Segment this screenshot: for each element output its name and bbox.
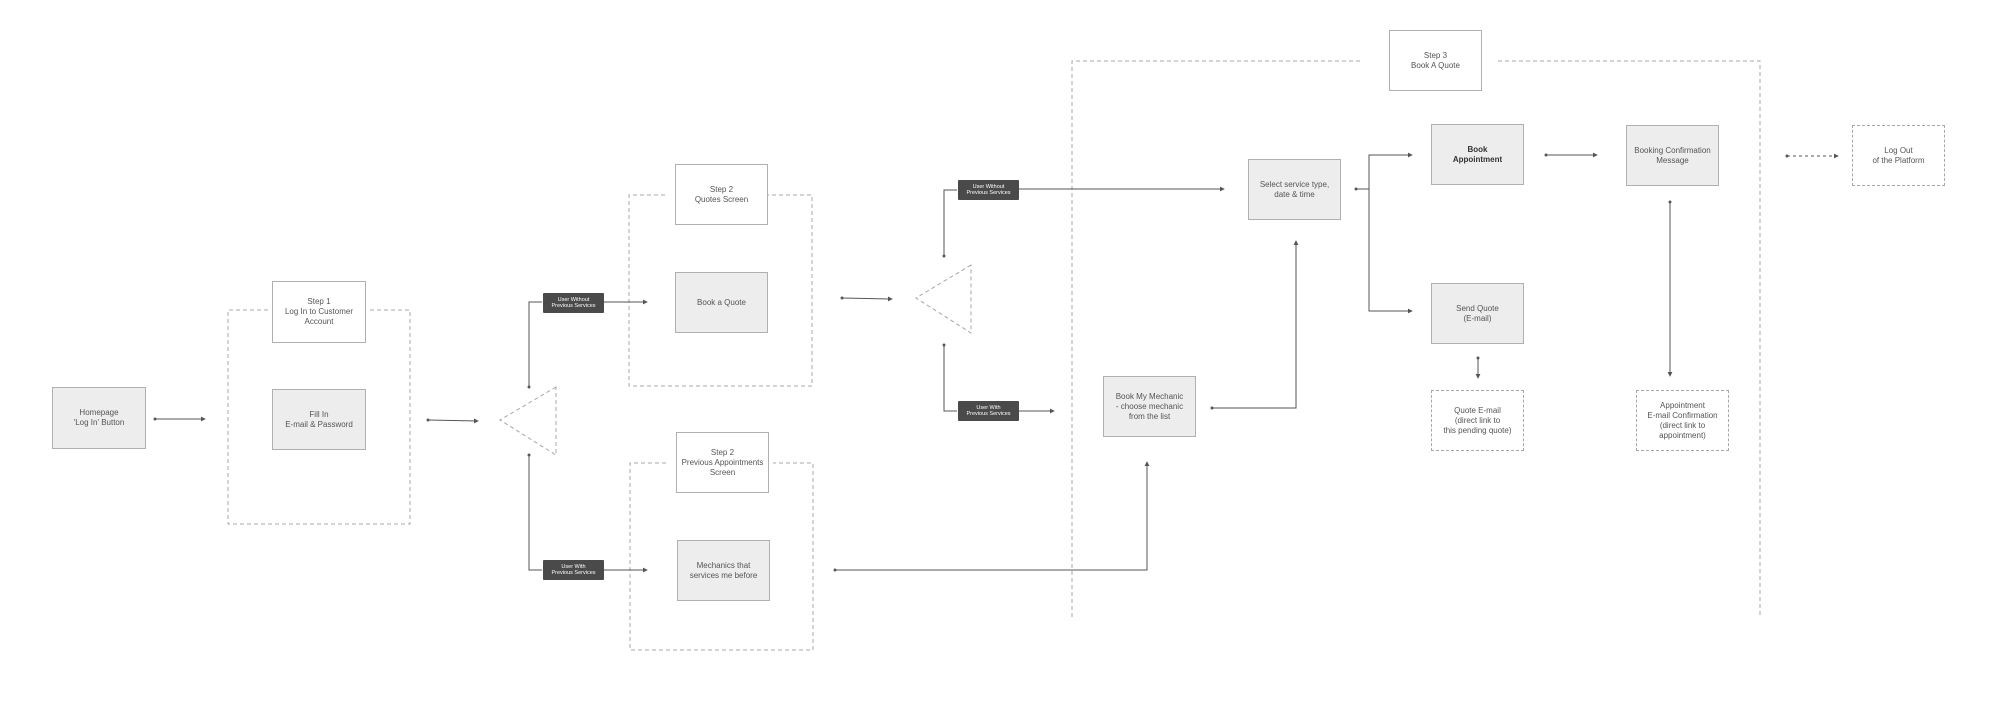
- connector-decision1-with: [527, 453, 542, 571]
- connector-quotes-decision2: [840, 296, 893, 302]
- node-step2-previous: Step 2 Previous Appointments Screen: [676, 432, 769, 493]
- tag-user-with-1: User With Previous Services: [543, 560, 604, 580]
- tag-user-with-2: User With Previous Services: [958, 401, 1019, 421]
- node-step2-quotes: Step 2 Quotes Screen: [675, 164, 768, 225]
- node-mechanics-before: Mechanics that services me before: [677, 540, 770, 601]
- node-homepage: Homepage 'Log In' Button: [52, 387, 146, 449]
- group-frame-step1: [227, 309, 411, 525]
- connector-decision1-without: [527, 301, 542, 389]
- group-frame-step2-prev: [629, 462, 814, 651]
- node-fill-in: Fill In E-mail & Password: [272, 389, 366, 450]
- connector-split-bookappointment: [1368, 152, 1413, 189]
- node-book-appointment: Book Appointment: [1431, 124, 1524, 185]
- tag-user-without-2: User Without Previous Services: [958, 180, 1019, 200]
- connector-mechanics-bookmechanic: [833, 461, 1150, 572]
- node-log-out: Log Out of the Platform: [1852, 125, 1945, 186]
- tag-user-without-1: User Without Previous Services: [543, 293, 604, 313]
- node-step3: Step 3 Book A Quote: [1389, 30, 1482, 91]
- connector-decision2-with: [942, 343, 957, 412]
- node-book-quote: Book a Quote: [675, 272, 768, 333]
- node-appointment-email: Appointment E-mail Confirmation (direct …: [1636, 390, 1729, 451]
- node-step1: Step 1 Log In to Customer Account: [272, 281, 366, 343]
- group-frame-step2-quotes: [628, 194, 813, 387]
- decision-triangle-2: [915, 264, 972, 334]
- group-frame-step3: [1071, 60, 1761, 617]
- node-book-mechanic: Book My Mechanic - choose mechanic from …: [1103, 376, 1196, 437]
- node-booking-confirmation: Booking Confirmation Message: [1626, 125, 1719, 186]
- node-send-quote: Send Quote (E-mail): [1431, 283, 1524, 344]
- connector-decision2-without: [942, 189, 957, 258]
- decision-triangle-1: [499, 386, 557, 456]
- node-quote-email: Quote E-mail (direct link to this pendin…: [1431, 390, 1524, 451]
- connector-login-decision: [426, 418, 479, 424]
- connector-bookmechanic-selectservice: [1210, 240, 1299, 410]
- node-select-service: Select service type, date & time: [1248, 159, 1341, 220]
- connector-split-sendquote: [1368, 189, 1413, 314]
